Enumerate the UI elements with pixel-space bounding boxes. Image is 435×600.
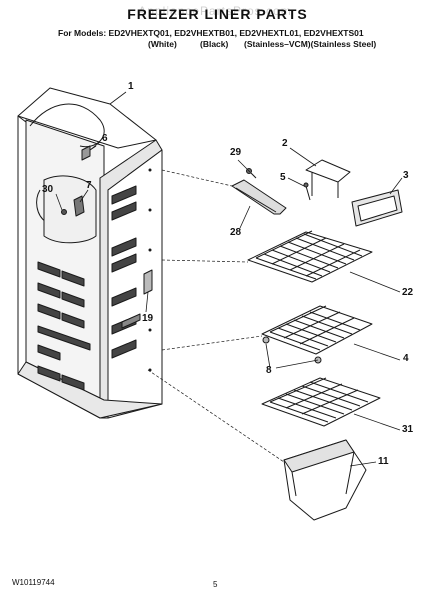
callout-30: 30	[42, 184, 54, 195]
callout-5: 5	[280, 172, 286, 183]
variant-black: (Black)	[200, 39, 229, 49]
part-28-bracket	[231, 179, 287, 215]
callout-31: 31	[402, 424, 414, 435]
callout-22: 22	[402, 287, 414, 298]
callout-19: 19	[142, 313, 154, 324]
variant-white: (White)	[148, 39, 177, 49]
part-3-glass-pan	[351, 189, 403, 227]
part-22-wire-shelf	[247, 230, 373, 283]
models-line: For Models: ED2VHEXTQ01, ED2VHEXTB01, ED…	[58, 28, 364, 38]
part-30-screw	[61, 209, 67, 215]
callout-7: 7	[86, 180, 92, 191]
page-title: FREEZER LINER PARTS	[127, 6, 308, 22]
part-5-pin	[303, 182, 311, 201]
callout-1: 1	[128, 81, 134, 92]
lower-rail	[121, 313, 141, 329]
callout-28: 28	[230, 227, 242, 238]
part-7-sensor	[73, 195, 85, 217]
callout-8: 8	[266, 365, 272, 376]
callout-4: 4	[403, 353, 409, 364]
part-19-bracket	[143, 269, 153, 295]
variant-stainless: (Stainless–VCM)(Stainless Steel)	[244, 39, 377, 49]
part-11-bin	[283, 439, 367, 521]
callout-2: 2	[282, 138, 288, 149]
freezer-liner	[17, 87, 163, 419]
callout-11: 11	[378, 456, 389, 467]
callout-3: 3	[403, 170, 409, 181]
part-4-wire-shelf	[261, 305, 373, 355]
callout-29: 29	[230, 147, 242, 158]
document-code: W10119744	[12, 578, 55, 587]
part-2-bracket	[305, 159, 351, 198]
page-number: 5	[213, 580, 218, 589]
part-31-wire-shelf	[261, 377, 381, 427]
callout-6: 6	[102, 133, 108, 144]
watermark: AppliancePartsPros.com	[138, 4, 292, 18]
